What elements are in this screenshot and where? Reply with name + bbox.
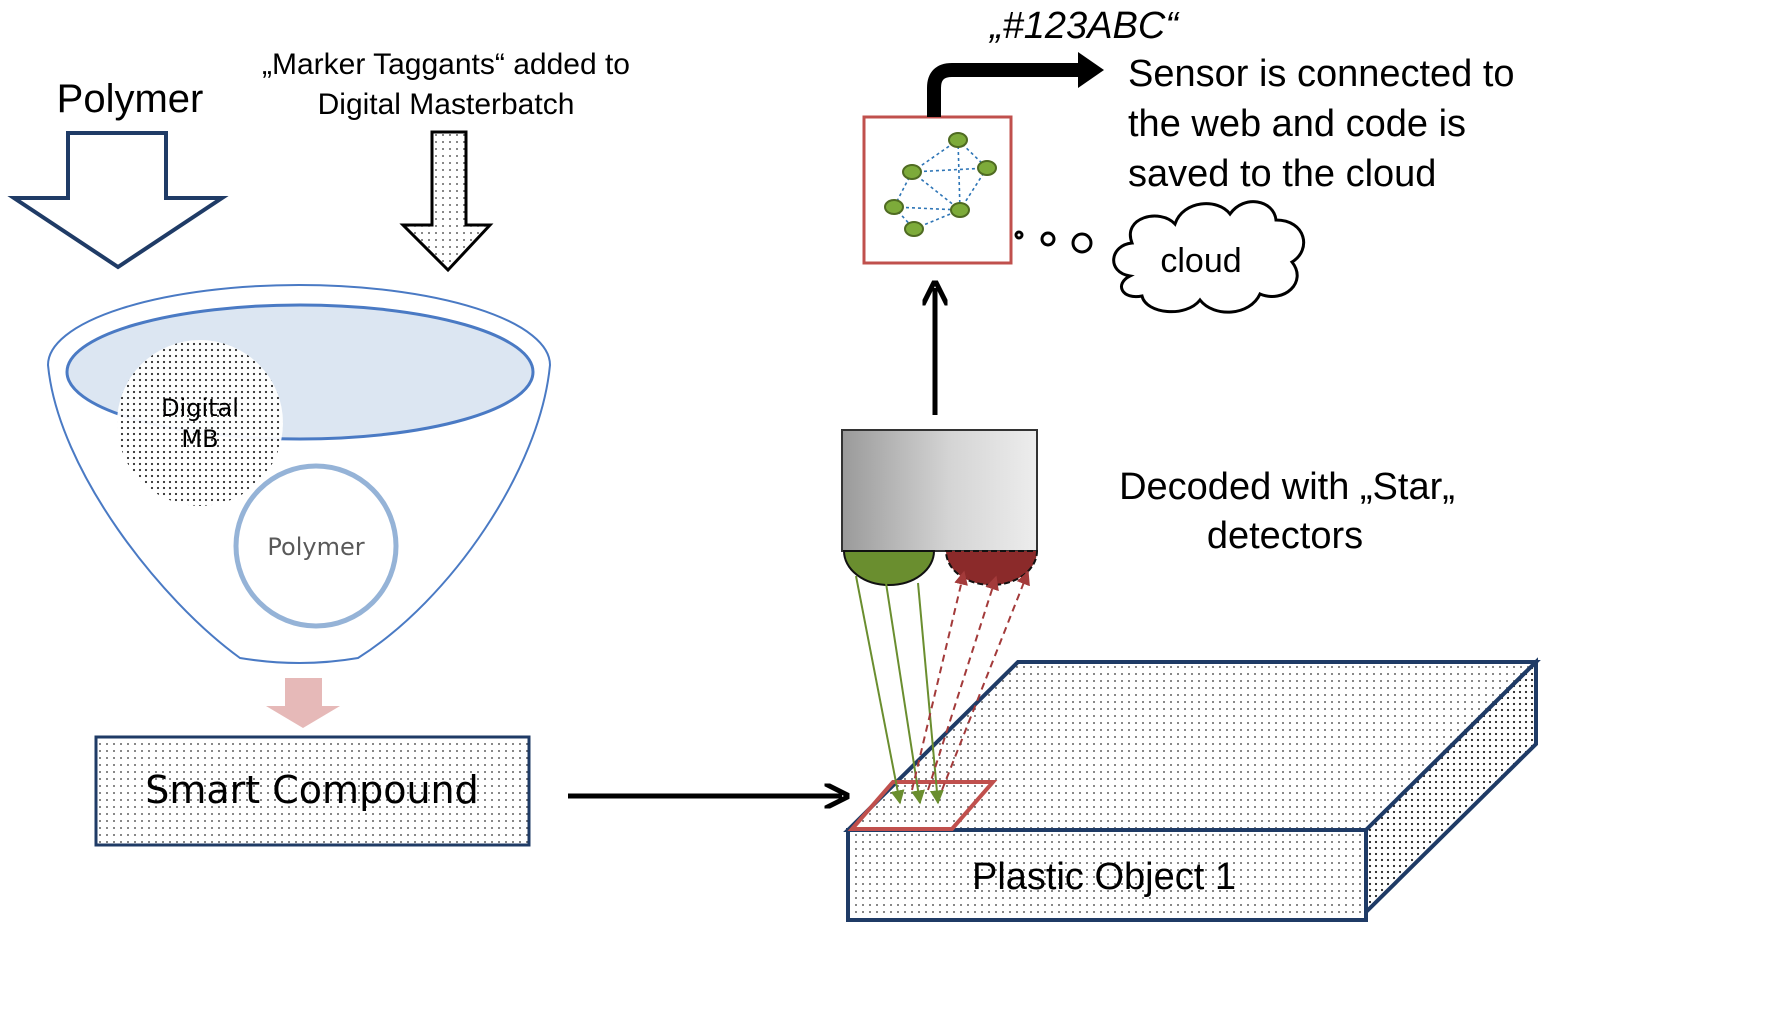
digital-mb-label-line1: Digital (161, 394, 239, 422)
taggants-label-line2: Digital Masterbatch (318, 88, 575, 121)
sensor-box (862, 115, 1013, 265)
sensor-to-web-arrow (927, 63, 1082, 117)
network-icon (884, 132, 997, 237)
cloud-icon (1112, 200, 1306, 314)
sensor-label-line1: Sensor is connected to (1128, 53, 1515, 95)
scan-target-area (847, 780, 998, 831)
green-emitter-icon (842, 550, 936, 586)
funnel-output-arrow-icon (266, 678, 340, 728)
sensor-label-line2: the web and code is (1128, 103, 1466, 145)
detection-rays (911, 570, 1030, 791)
cloud-label: cloud (1160, 242, 1241, 280)
polymer-circle-label: Polymer (267, 533, 364, 561)
sensor-label-line3: saved to the cloud (1128, 153, 1436, 195)
plastic-object-block (843, 657, 1541, 922)
code-label: „#123ABC“ (988, 5, 1180, 47)
decoded-label-line1: Decoded with „Star„ (1119, 466, 1455, 508)
detector-housing (841, 429, 1038, 552)
smart-compound-label: Smart Compound (145, 768, 478, 812)
red-detector-icon (944, 550, 1039, 586)
plastic-object-label: Plastic Object 1 (972, 856, 1236, 898)
smart-compound-box (94, 735, 531, 847)
taggants-label-line1: „Marker Taggants“ added to (262, 48, 630, 81)
polymer-circle (233, 463, 399, 629)
sensor-to-web-arrowhead-icon (1078, 52, 1104, 88)
polymer-input-label: Polymer (57, 77, 204, 121)
polymer-down-arrow-icon (7, 131, 229, 270)
digital-mb-circle (117, 340, 283, 506)
digital-mb-label-line2: MB (181, 425, 218, 453)
taggants-down-arrow-icon (399, 130, 494, 273)
thought-dots (1014, 230, 1093, 254)
decoded-label-line2: detectors (1207, 515, 1363, 557)
